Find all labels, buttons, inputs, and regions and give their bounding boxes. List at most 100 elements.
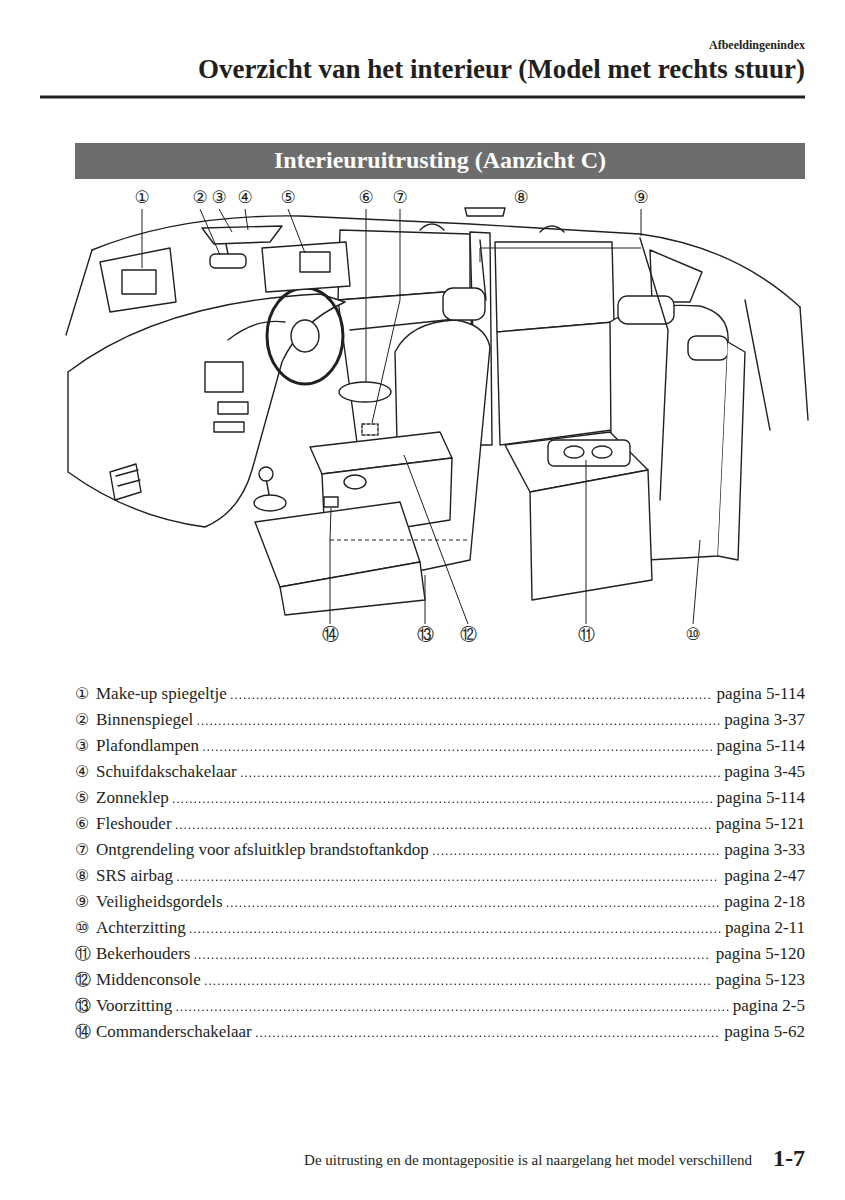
dot-leader xyxy=(242,776,720,778)
dot-leader xyxy=(257,1036,720,1038)
sun-visor xyxy=(262,242,350,292)
leader-line xyxy=(480,209,641,262)
steering-hub xyxy=(291,320,319,352)
list-number: ⑨ xyxy=(75,893,89,911)
item-name: Achterzitting xyxy=(96,918,186,938)
page-reference: pagina 3-37 xyxy=(724,710,805,730)
instrument-hood xyxy=(228,321,285,340)
list-number: ⑤ xyxy=(75,789,89,807)
item-name: Commanderschakelaar xyxy=(96,1022,252,1042)
page-reference: pagina 5-114 xyxy=(716,736,805,756)
page-reference: pagina 5-121 xyxy=(716,814,805,834)
rear-door-window xyxy=(495,242,614,332)
callout-number: ⑤ xyxy=(280,188,295,208)
item-name: Ontgrendeling voor afsluitklep brandstof… xyxy=(96,840,429,860)
side-vent xyxy=(110,464,141,500)
callout-number: ⑥ xyxy=(358,188,373,208)
vanity-mirror xyxy=(122,270,156,294)
page-reference: pagina 5-62 xyxy=(724,1022,805,1042)
vanity-mirror xyxy=(300,252,330,272)
item-name: Fleshouder xyxy=(96,814,172,834)
callout-number: ⑩ xyxy=(685,625,700,645)
item-name: Middenconsole xyxy=(96,970,201,990)
section-band: Interieuruitrusting (Aanzicht C) xyxy=(75,143,805,179)
callout-number: ⑭ xyxy=(322,625,339,645)
leader-line xyxy=(425,575,426,624)
item-name: Zonneklep xyxy=(96,788,169,808)
gear-boot xyxy=(254,495,286,511)
callout-number: ② xyxy=(192,188,207,208)
gear-knob xyxy=(259,467,273,481)
leader-line xyxy=(372,209,400,423)
a-pillar xyxy=(66,250,92,335)
leader-line xyxy=(693,540,700,624)
dot-leader xyxy=(178,880,719,882)
callout-number: ⑨ xyxy=(633,188,648,208)
rear-seat-front xyxy=(530,470,652,600)
page-reference: pagina 5-123 xyxy=(716,970,805,990)
bottle-holder xyxy=(339,382,391,402)
front-seat-front xyxy=(280,562,425,615)
callout-number: ④ xyxy=(237,188,252,208)
fuel-lid-release xyxy=(362,424,378,435)
dot-leader xyxy=(206,984,711,986)
rear-seat-side xyxy=(718,342,745,560)
leader-line xyxy=(288,209,305,253)
commander-knob xyxy=(344,475,366,489)
callout-number: ⑦ xyxy=(392,188,407,208)
page-reference: pagina 5-114 xyxy=(716,788,805,808)
airbag-strip xyxy=(465,208,505,216)
item-name: Make-up spiegeltje xyxy=(96,684,227,704)
seat-belt xyxy=(480,238,668,500)
leader-line xyxy=(366,209,367,382)
list-number: ⑬ xyxy=(75,997,91,1015)
rear-door xyxy=(497,322,614,445)
item-name: Bekerhouders xyxy=(96,944,190,964)
dot-leader xyxy=(228,906,720,908)
cup-holder xyxy=(564,446,584,458)
callout-number: ③ xyxy=(211,188,226,208)
leader-line xyxy=(404,455,468,624)
list-number: ⑫ xyxy=(75,971,91,989)
page-reference: pagina 3-33 xyxy=(724,840,805,860)
dot-leader xyxy=(174,802,712,804)
commander-switch xyxy=(324,497,338,507)
rear-headrest xyxy=(688,336,728,360)
car-interior xyxy=(66,208,808,615)
page-number: 1-7 xyxy=(773,1145,805,1173)
body-line xyxy=(745,300,808,430)
cup-holder xyxy=(592,446,612,458)
item-name: Schuifdakschakelaar xyxy=(96,762,237,782)
dot-leader xyxy=(177,828,711,830)
page-reference: pagina 2-5 xyxy=(733,996,805,1016)
page-reference: pagina 2-11 xyxy=(725,918,805,938)
leader-line xyxy=(245,209,248,230)
leader-line xyxy=(200,209,220,255)
item-name: Voorzitting xyxy=(96,996,172,1016)
dot-leader xyxy=(191,932,720,934)
dot-leader xyxy=(195,958,710,960)
band-heading: Interieuruitrusting (Aanzicht C) xyxy=(274,147,606,175)
item-name: SRS airbag xyxy=(96,866,173,886)
list-number: ⑩ xyxy=(75,919,89,937)
footer-note: De uitrusting en de montagepositie is al… xyxy=(304,1152,752,1169)
leader-line xyxy=(586,460,587,624)
front-headrest xyxy=(443,288,485,320)
page-reference: pagina 3-45 xyxy=(724,762,805,782)
callout-number: ⑧ xyxy=(513,188,528,208)
mirror-stem xyxy=(226,244,228,254)
item-name: Veiligheidsgordels xyxy=(96,892,223,912)
dot-leader xyxy=(232,698,712,700)
title-rule xyxy=(40,96,805,99)
page-reference: pagina 5-114 xyxy=(716,684,805,704)
page-reference: pagina 2-47 xyxy=(724,866,805,886)
grab-handle xyxy=(420,224,564,232)
list-number: ② xyxy=(75,711,89,729)
list-number: ⑥ xyxy=(75,815,89,833)
rear-view-mirror xyxy=(210,254,246,268)
leader-line xyxy=(330,508,331,624)
leader-lines xyxy=(142,209,700,624)
climate-panel xyxy=(214,422,244,432)
list-number: ⑭ xyxy=(75,1023,91,1041)
